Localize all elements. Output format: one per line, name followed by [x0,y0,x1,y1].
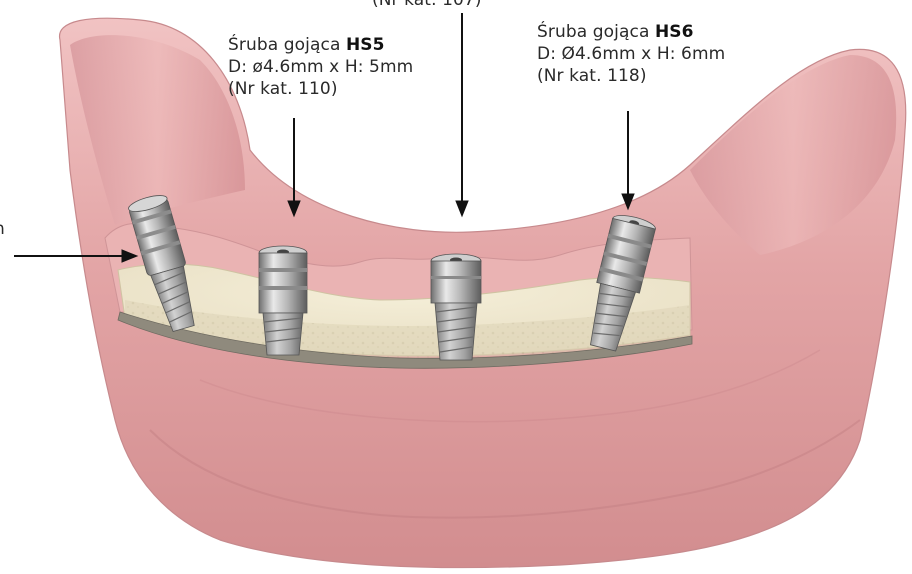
label-left-text: n [0,218,5,240]
label-hs5: Śruba gojąca HS5 D: ø4.6mm x H: 5mm (Nr … [228,34,413,100]
implant-hs5 [259,246,307,355]
arrow-center [456,13,468,216]
label-left-partial: n [0,218,5,240]
label-top-partial: (Nr kat. 107) [372,0,482,11]
label-hs6: Śruba gojąca HS6 D: Ø4.6mm x H: 6mm (Nr … [537,21,725,87]
label-hs5-catalog: (Nr kat. 110) [228,78,413,100]
implant-center [431,254,481,360]
label-hs6-code: HS6 [655,22,694,42]
label-hs5-prefix: Śruba gojąca [228,35,346,55]
label-hs6-catalog: (Nr kat. 118) [537,65,725,87]
label-hs5-code: HS5 [346,35,385,55]
label-hs5-dimensions: D: ø4.6mm x H: 5mm [228,56,413,78]
arrow-hs6 [622,111,634,209]
arrow-hs5 [288,118,300,216]
label-hs6-dimensions: D: Ø4.6mm x H: 6mm [537,43,725,65]
label-hs6-title: Śruba gojąca HS6 [537,21,725,43]
label-top-catalog: (Nr kat. 107) [372,0,482,11]
label-hs6-prefix: Śruba gojąca [537,22,655,42]
label-hs5-title: Śruba gojąca HS5 [228,34,413,56]
